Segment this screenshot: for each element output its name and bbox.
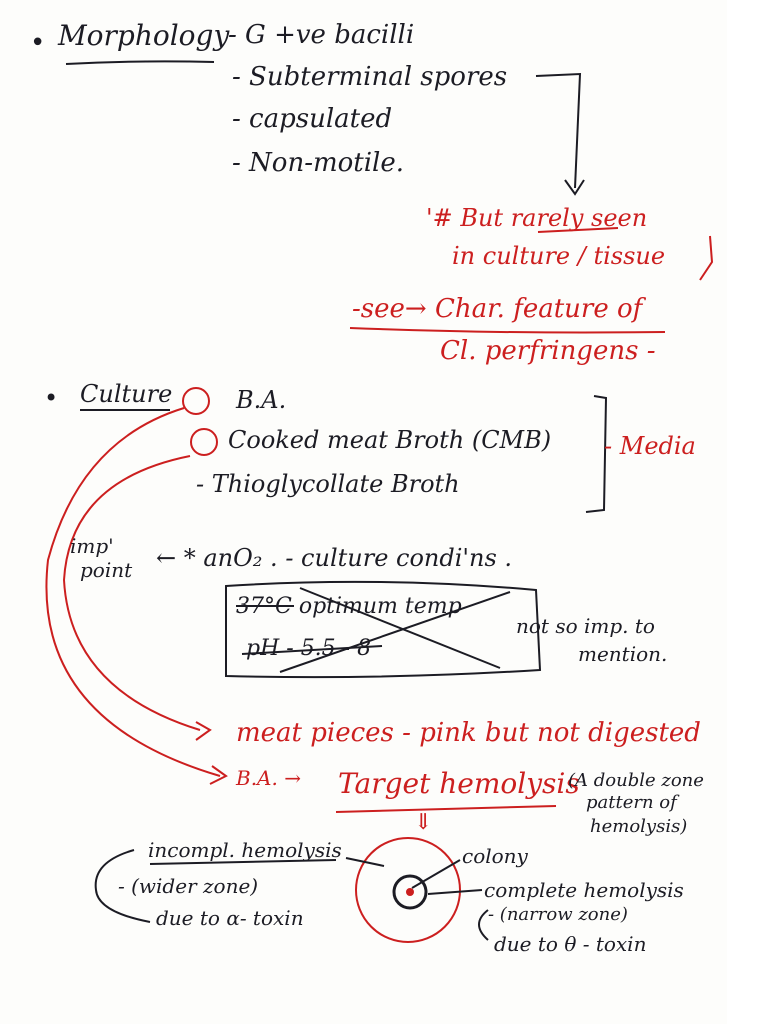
media-bracket [585,395,608,513]
not-so-imp-note-1: not so imp. to [516,614,655,638]
morphology-heading: Morphology [58,19,230,52]
ba-arrow-label: B.A. → [236,766,301,790]
perfringens-note: Cl. perfringens - [440,336,656,366]
tissue-bracket [699,235,714,281]
incomplete-bracket [94,849,151,923]
page-edge [727,0,768,1024]
arrow-ba-to-target [45,407,221,777]
incomplete-underline [149,859,337,865]
morphology-point-1: - G +ve bacilli [228,20,415,50]
arrow-cmb-to-meat [62,455,201,731]
rarely-underline [537,227,619,233]
culture-bullet: • [44,384,59,412]
complete-pointer [427,889,483,895]
morphology-bullet: • [30,28,46,58]
media-blood-agar: B.A. [236,386,287,414]
down-arrow: ⇓ [414,810,433,835]
spores-arrow [535,72,582,189]
anaerobic-condition: ← * anO₂ . - culture condi'ns . [156,544,513,572]
culture-heading: Culture [80,380,173,408]
target-underline [335,805,557,813]
media-label: - Media [604,432,696,460]
morphology-point-3: - capsulated [232,104,393,134]
pattern-note-1: (A double zone [568,770,704,791]
morphology-point-4: - Non-motile. [232,148,405,178]
colony-label: colony [462,844,528,868]
crossed-box [225,580,542,679]
inner-zone-circle [392,874,428,910]
rarely-seen-note: '# But rarely seen [426,204,648,232]
circle-cmb [190,428,218,456]
morphology-point-2: - Subterminal spores [232,62,508,92]
pattern-note-2: pattern of [586,792,677,813]
imp-point-label-1: imp' [70,534,114,558]
not-so-imp-note-2: mention. [578,642,668,666]
theta-toxin-label: due to θ - toxin [494,932,647,956]
pattern-note-3: hemolysis) [590,816,688,837]
complete-hemolysis-label: complete hemolysis [484,878,684,902]
circle-ba [182,387,210,415]
colony-dot [406,888,414,896]
outer-zone-circle [355,837,461,943]
media-cmb: Cooked meat Broth (CMB) [228,426,552,454]
cross-line-2 [279,591,511,673]
see-underline [349,327,666,334]
alpha-toxin-label: due to α- toxin [156,906,304,930]
narrow-zone-label: - (narrow zone) [488,904,628,925]
wider-zone-label: - (wider zone) [118,874,259,898]
imp-point-label-2: point [80,558,133,582]
cross-line-1 [299,587,501,669]
complete-bracket [478,909,489,941]
char-feature-note: -see→ Char. feature of [352,294,643,324]
crossed-ph: pH - 5.5 - 8 [246,636,372,661]
crossed-optimum-temp: 37°C optimum temp [236,594,462,619]
colony-pointer [411,859,461,889]
incomplete-pointer [345,857,385,867]
target-hemolysis: Target hemolysis [338,767,580,800]
meat-pieces-finding: meat pieces - pink but not digested [236,718,701,748]
media-thioglycollate: - Thioglycollate Broth [196,470,460,498]
incomplete-hemolysis-label: incompl. hemolysis [148,838,342,862]
morphology-underline [65,60,215,65]
culture-tissue-note: in culture / tissue [452,242,666,270]
